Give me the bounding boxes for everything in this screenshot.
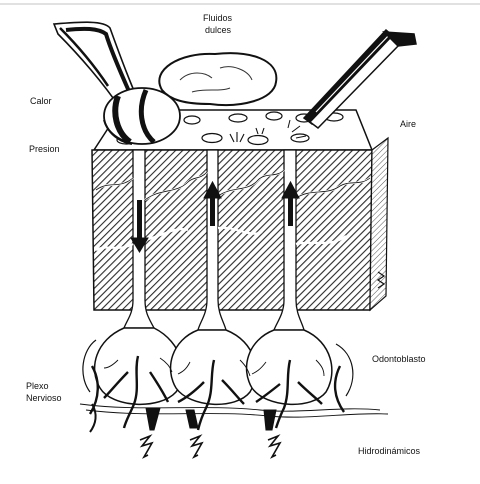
sweet-fluid-blob — [159, 53, 276, 105]
label-fluidos-1: Fluidos — [203, 13, 232, 24]
pain-lightning-icons — [140, 436, 280, 457]
label-presion: Presion — [29, 144, 60, 155]
label-plexo-1: Plexo — [26, 381, 49, 392]
label-odontoblasto: Odontoblasto — [372, 354, 426, 365]
nerve-trunks — [90, 404, 276, 432]
label-calor: Calor — [30, 96, 52, 107]
label-hidrodinamicos: Hidrodinámicos — [358, 446, 420, 457]
label-fluidos-2: dulces — [205, 25, 231, 36]
label-aire: Aire — [400, 119, 416, 130]
label-plexo-2: Nervioso — [26, 393, 62, 404]
dentin-side-face — [370, 138, 388, 310]
air-nozzle — [304, 30, 416, 128]
